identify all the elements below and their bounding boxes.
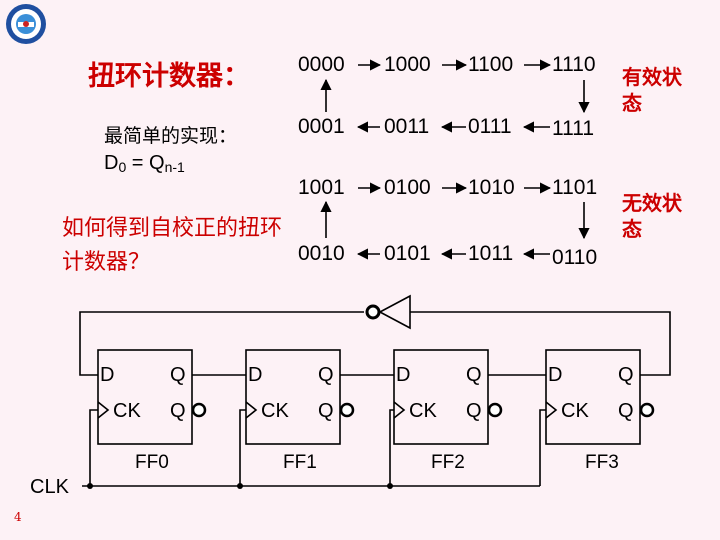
ff1-name: FF1	[283, 452, 317, 473]
page-title: 扭环计数器：	[88, 61, 250, 92]
ff2-q-pin: Q	[466, 364, 482, 386]
simplest-impl-label: 最简单的实现：	[104, 125, 238, 147]
ff0-clk-mark	[97, 401, 110, 419]
state-i1-0: 1001	[298, 176, 345, 199]
ff1-box	[245, 349, 341, 445]
eq-lhs-sub: 0	[118, 159, 127, 175]
clk-junction-0	[87, 483, 93, 489]
ff2-d-pin: D	[396, 364, 411, 386]
state-v2-3: 1111	[552, 117, 595, 140]
equation: D0 = Qn-1	[104, 152, 185, 175]
invalid-states-label: 无效状态	[622, 191, 682, 241]
ff1-clk-mark	[245, 401, 258, 419]
ff3-clk-mark	[545, 401, 558, 419]
ff2-ck-pin: CK	[409, 400, 437, 422]
ff3-ck-pin: CK	[561, 400, 589, 422]
ff2-qbar-bubble	[487, 402, 503, 418]
inverter-bubble	[365, 304, 381, 320]
state-i2-3: 0110	[552, 246, 598, 269]
ff3-name: FF3	[585, 452, 619, 473]
ff1-qbar-bubble	[339, 402, 355, 418]
ff2-name: FF2	[431, 452, 465, 473]
ff0-qbar-pin: Q	[170, 400, 186, 422]
state-v2-2: 0111	[468, 115, 512, 138]
clk-junction-1	[237, 483, 243, 489]
ff0-box	[97, 349, 193, 445]
ff0-d-pin: D	[100, 364, 115, 386]
wire-feedback	[410, 311, 671, 376]
state-i1-2: 1010	[468, 176, 515, 199]
state-v2-1: 0011	[384, 115, 430, 138]
ff2-box	[393, 349, 489, 445]
ff0-name: FF0	[135, 452, 169, 473]
state-i1-1: 0100	[384, 176, 431, 199]
state-v1-1: 1000	[384, 53, 431, 76]
clk-drop-0	[89, 409, 98, 486]
ff1-ck-pin: CK	[261, 400, 289, 422]
clk-drop-2	[389, 409, 394, 486]
ff1-q-pin: Q	[318, 364, 334, 386]
state-i1-3: 1101	[552, 176, 598, 199]
clk-drop-3	[539, 409, 546, 486]
valid-states-label: 有效状态	[622, 65, 682, 115]
ff2-clk-mark	[393, 401, 406, 419]
question-text: 如何得到自校正的扭环计数器？	[62, 216, 283, 275]
wire-feedback-d0	[79, 311, 364, 376]
ff3-box	[545, 349, 641, 445]
state-i2-1: 0101	[384, 242, 431, 265]
page-number: 4	[14, 510, 22, 524]
ff0-ck-pin: CK	[113, 400, 141, 422]
state-v1-2: 1100	[468, 53, 514, 76]
ff0-qbar-bubble	[191, 402, 207, 418]
ff3-qbar-bubble	[639, 402, 655, 418]
ff2-qbar-pin: Q	[466, 400, 482, 422]
logo	[4, 2, 48, 46]
ff3-d-pin: D	[548, 364, 563, 386]
eq-op: =	[126, 152, 150, 174]
state-v1-0: 0000	[298, 53, 345, 76]
clk-label: CLK	[30, 476, 69, 498]
eq-lhs: D	[104, 152, 119, 174]
state-i2-0: 0010	[298, 242, 345, 265]
university-seal-icon	[6, 4, 46, 44]
state-v1-3: 1110	[552, 53, 596, 76]
eq-rhs: Q	[149, 152, 165, 174]
inverter-gate-icon	[378, 294, 411, 330]
ff3-qbar-pin: Q	[618, 400, 634, 422]
state-v2-0: 0001	[298, 115, 345, 138]
ff0-q-pin: Q	[170, 364, 186, 386]
ff3-q-pin: Q	[618, 364, 634, 386]
ff1-qbar-pin: Q	[318, 400, 334, 422]
ff1-d-pin: D	[248, 364, 263, 386]
clk-junction-2	[387, 483, 393, 489]
clk-drop-1	[239, 409, 246, 486]
state-i2-2: 1011	[468, 242, 514, 265]
eq-rhs-sub: n-1	[164, 159, 185, 175]
